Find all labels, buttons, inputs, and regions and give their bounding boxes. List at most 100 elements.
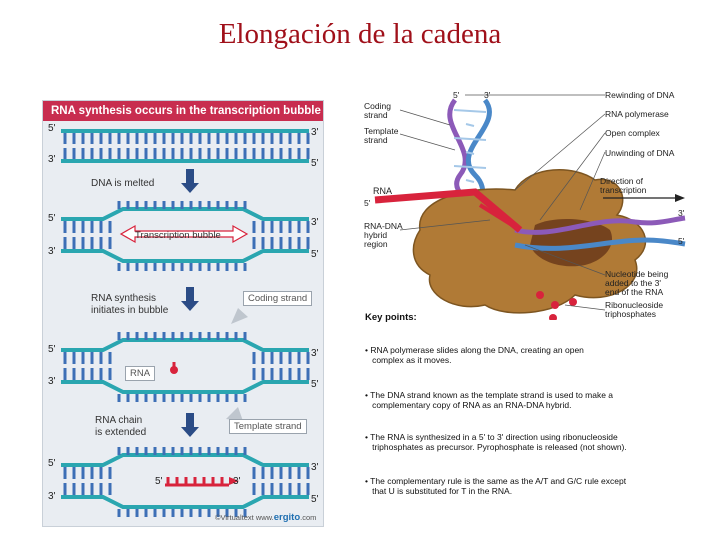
row4-base (234, 447, 238, 455)
row4-rna-base (175, 477, 179, 485)
row4-rna-base (166, 477, 170, 485)
helix-base-pair (453, 165, 487, 169)
row2-base (108, 237, 112, 249)
row3-base (306, 368, 310, 380)
row3-base (207, 394, 211, 402)
row2-base (207, 201, 211, 209)
row2-base (261, 221, 265, 233)
row4-rna-arrowhead (229, 477, 239, 485)
label-unwinding-of-dna: Unwinding of DNA (605, 148, 675, 158)
callout-leader-line (564, 304, 606, 311)
row4-base (63, 483, 67, 495)
row3-base (252, 352, 256, 364)
row3-base (144, 394, 148, 402)
row2-base (297, 221, 301, 233)
row4-base (270, 467, 274, 479)
row1-top-3prime: 3' (311, 127, 319, 138)
helix-base-pair (465, 151, 475, 155)
row1-base-pair (270, 148, 274, 159)
rna-5prime-end: 5' (155, 476, 163, 487)
row2-base (225, 201, 229, 209)
label-rna: RNA (373, 186, 393, 196)
row1-base-pair (153, 133, 157, 144)
row2-base (63, 221, 67, 233)
row3-bottom-backbone (61, 380, 309, 394)
row2-bottom-backbone (61, 249, 309, 263)
row1-base-pair (279, 148, 283, 159)
row1-top-5prime: 5' (48, 123, 56, 134)
template-strand-callout: Template strand (229, 419, 307, 434)
row2-base (180, 201, 184, 209)
row1-base-pair (216, 133, 220, 144)
row3-base (225, 394, 229, 402)
row2-top-5prime: 5' (48, 213, 56, 224)
row4-base (243, 509, 247, 517)
callout-leader-line (539, 132, 606, 221)
row1-base-pair (81, 148, 85, 159)
row1-bottom-5prime: 5' (311, 158, 319, 169)
row3-top-3prime: 3' (311, 348, 319, 359)
row1-base-pair (99, 133, 103, 144)
row1-base-pair (261, 133, 265, 144)
row2-base (171, 263, 175, 271)
row1-base-pair (81, 133, 85, 144)
row3-base (198, 332, 202, 340)
row4-base (126, 447, 130, 455)
row4-base (207, 509, 211, 517)
dna-strands-illustration (61, 129, 310, 517)
row4-base (252, 483, 256, 495)
row2-base (216, 201, 220, 209)
row3-base (162, 332, 166, 340)
key-point-3: • The RNA is synthesized in a 5' to 3' d… (365, 432, 627, 452)
row2-base (72, 221, 76, 233)
row3-base (279, 368, 283, 380)
helix-top-3prime: 3' (484, 90, 491, 100)
label-rna-polymerase: RNA polymerase (605, 109, 669, 119)
row3-base (144, 332, 148, 340)
row4-base (306, 467, 310, 479)
row3-base (306, 352, 310, 364)
row1-base-pair (126, 148, 130, 159)
row1-base-pair (225, 148, 229, 159)
direction-arrow-head (675, 194, 685, 202)
row2-base (117, 263, 121, 271)
row3-first-nucleotide (170, 366, 178, 374)
row1-base-pair (306, 133, 310, 144)
row1-base-pair (90, 148, 94, 159)
row4-base (225, 447, 229, 455)
callout-leader-line (399, 219, 491, 231)
row4-base (72, 483, 76, 495)
row3-base (126, 394, 130, 402)
row4-base (189, 509, 193, 517)
row2-base (279, 221, 283, 233)
row3-base (261, 368, 265, 380)
row3-base (99, 352, 103, 364)
transcription-bubble-panel: RNA synthesis occurs in the transcriptio… (42, 100, 324, 527)
key-point-1: • RNA polymerase slides along the DNA, c… (365, 345, 584, 365)
row2-bottom-5prime: 5' (311, 249, 319, 260)
row2-base (171, 201, 175, 209)
row1-base-pair (63, 133, 67, 144)
row1-base-pair (288, 133, 292, 144)
row4-base (180, 447, 184, 455)
row4-top-3prime: 3' (311, 462, 319, 473)
row4-base (243, 447, 247, 455)
row2-base (216, 263, 220, 271)
row1-base-pair (144, 148, 148, 159)
arrow2-shaft (186, 287, 194, 301)
row2-base (153, 263, 157, 271)
helix-base-pair (453, 137, 487, 141)
row3-base (153, 332, 157, 340)
row1-base-pair (198, 133, 202, 144)
row3-base (99, 368, 103, 380)
label-coding-strand: Coding strand (364, 101, 391, 120)
step-chain-extended-line1: RNA chain (95, 415, 143, 426)
row2-base (234, 263, 238, 271)
row3-base (270, 352, 274, 364)
row4-base (198, 509, 202, 517)
callout-leader-line (579, 151, 606, 211)
row3-base (189, 394, 193, 402)
row4-rna-base (211, 477, 215, 485)
step-rna-synthesis-line2: initiates in bubble (91, 305, 169, 316)
row3-base (63, 368, 67, 380)
